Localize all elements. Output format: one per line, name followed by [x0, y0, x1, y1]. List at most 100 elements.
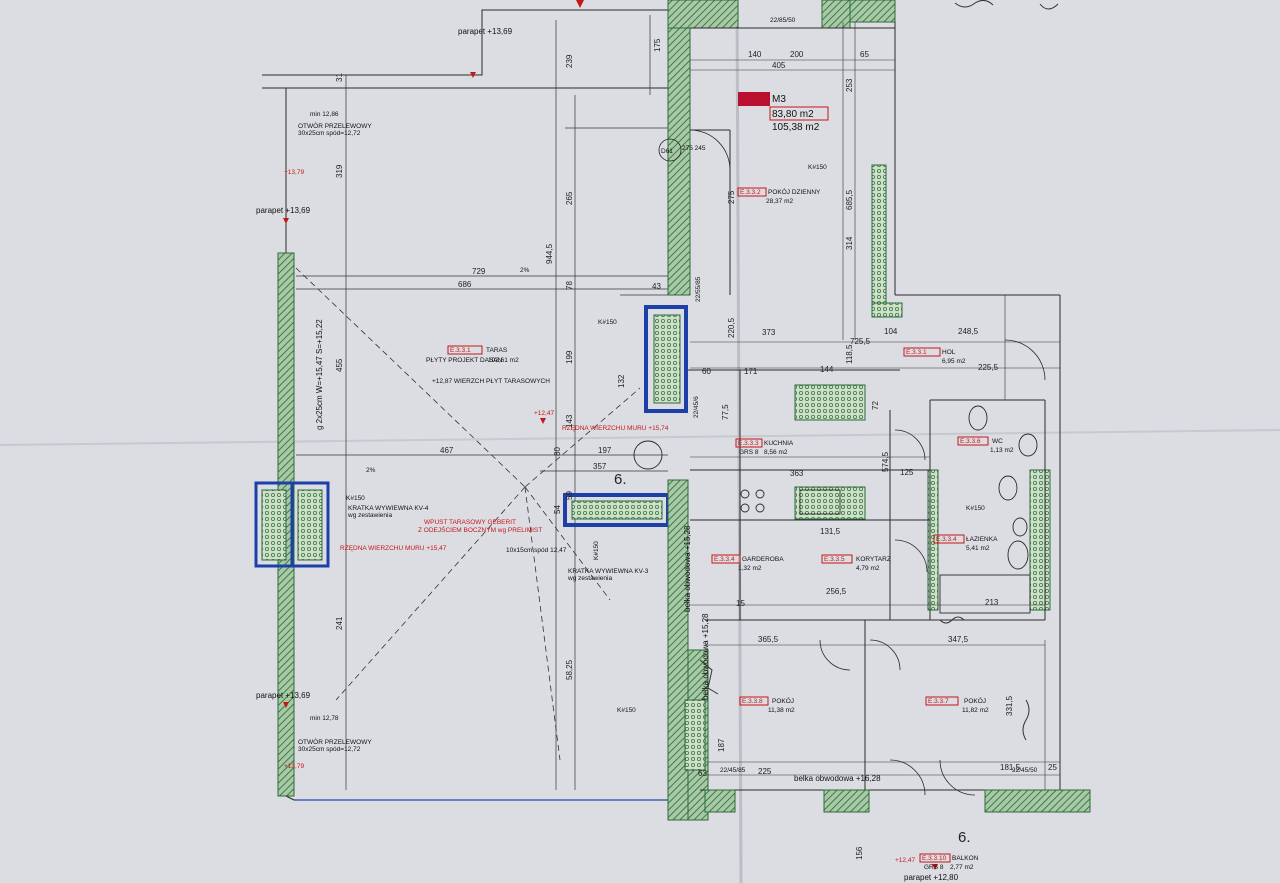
level-f: min 12,78: [310, 715, 339, 722]
overflow-opening-1: OTWÓR PRZELEWOWY: [298, 121, 372, 130]
room-label-balkon: E.3.3.10 BALKON 2,77 m2 GRS 8: [919, 853, 979, 871]
dim-455: 455: [335, 358, 344, 372]
room-code: E.3.3.5: [824, 556, 845, 563]
ref-5: 22/45/85: [720, 767, 746, 774]
ref-1: 22/85/50: [770, 17, 796, 24]
paper-fold-vertical: [735, 0, 743, 883]
dim-118-5: 118,5: [845, 344, 854, 364]
section-mark-1: 6.: [614, 471, 627, 488]
apartment-id: M3: [772, 94, 786, 105]
dim-213: 213: [985, 598, 999, 607]
dim-25: 25: [1048, 763, 1057, 772]
dim-944-5: 944,5: [545, 243, 554, 264]
door-swings: [689, 129, 1046, 796]
dim-72: 72: [871, 401, 880, 410]
room-area: 2,77 m2: [950, 864, 974, 871]
level-markers: [283, 0, 938, 870]
kw150-label-2: K#150: [346, 495, 365, 502]
apartment-room-outlines: [688, 22, 1061, 800]
dim-347-5: 347,5: [948, 635, 969, 644]
vent-grille-kv3: KRATKA WYWIEWNA KV-3: [568, 568, 649, 575]
kw150-label-1: K#150: [598, 319, 617, 326]
apartment-area-usable: 83,80 m2: [772, 109, 814, 120]
room-area: 1,13 m2: [990, 447, 1014, 454]
dim-363: 363: [790, 469, 804, 478]
room-area: 8,56 m2: [764, 449, 788, 456]
vent-grille-kv4: KRATKA WYWIEWNA KV-4: [348, 505, 429, 512]
room-area: 5,41 m2: [966, 545, 990, 552]
dim-31: 31: [335, 73, 344, 82]
chimney-top-level-2: RZĘDNA WIERZCHU MURU +15,74: [562, 425, 669, 432]
dim-256-5: 256,5: [826, 587, 847, 596]
room-code: E.3.3.7: [928, 698, 949, 705]
dim-78: 78: [565, 281, 574, 290]
dim-125: 125: [900, 468, 914, 477]
room-label-pokoj-dzienny: E.3.3.2 POKÓJ DZIENNY 28,37 m2: [737, 187, 821, 205]
room-name: KUCHNIA: [764, 440, 794, 447]
terrace-drain-size: 10x15cm spód 12,47: [506, 547, 567, 554]
room-label-wc: E.3.3.6 WC 1,13 m2: [957, 436, 1014, 454]
room-label-lazienka: E.3.3.4 ŁAZIENKA 5,41 m2: [933, 534, 998, 552]
dim-225: 225: [758, 767, 772, 776]
terrace-drain-detail: Z ODEJŚCIEM BOCZNYM wg PRELIMIST: [418, 525, 542, 534]
room-name: GARDEROBA: [742, 556, 784, 563]
vent-grille-kv3-note: wg zestawienia: [567, 575, 612, 582]
dim-80: 80: [553, 447, 562, 456]
room-area: 11,38 m2: [768, 707, 795, 714]
dim-200: 200: [790, 50, 804, 59]
room-code: E.3.3.10: [922, 855, 947, 862]
room-label-taras: E.3.3.1 TARAS PŁYTY PROJEKT DASAN 102,61…: [426, 345, 519, 364]
room-label-garderoba: E.3.3.4 GARDEROBA 1,32 m2: [711, 554, 784, 572]
perimeter-beam-1: belka obwodowa +15,28: [683, 525, 692, 612]
room-area: 6,95 m2: [942, 358, 966, 365]
dim-197: 197: [598, 446, 612, 455]
dim-143: 143: [565, 414, 574, 428]
perimeter-beam-2: belka obwodowa +15,28: [701, 613, 710, 700]
vent-grille-kv4-note: wg zestawienia: [347, 512, 392, 519]
apartment-dimension-lines: [690, 22, 1060, 790]
dim-58-25: 58,25: [565, 659, 574, 680]
ventilation-chimney-left: [254, 481, 330, 568]
dim-187: 187: [717, 738, 726, 752]
apartment-area-total: 105,38 m2: [772, 122, 820, 133]
overflow-opening-1-size: 30x25cm spód=12,72: [298, 130, 361, 137]
dim-686: 686: [458, 280, 472, 289]
door-code: D61: [661, 148, 673, 155]
dim-248-5: 248,5: [958, 327, 979, 336]
ref-3: 22/45/6: [693, 396, 700, 418]
terrace-slope-lines: [295, 267, 641, 761]
room-name: POKÓJ: [772, 696, 794, 705]
drawing-annotations: parapet +13,69 parapet +13,69 parapet +1…: [256, 17, 1038, 882]
kw150-label-5: K#150: [966, 505, 985, 512]
dim-265: 265: [565, 191, 574, 205]
kw150-label-6: K#150: [593, 541, 600, 560]
dim-15: 15: [736, 599, 745, 608]
overflow-opening-2-size: 30x25cm spód=12,72: [298, 746, 361, 753]
dim-132: 132: [617, 374, 626, 388]
room-label-korytarz: E.3.3.5 KORYTARZ 4,79 m2: [821, 554, 891, 572]
parapet-label-top: parapet +13,69: [458, 27, 513, 36]
chimney-top-level-1: RZĘDNA WIERZCHU MURU +15,47: [340, 545, 447, 552]
dim-171: 171: [744, 367, 758, 376]
room-code: E.3.3.4: [714, 556, 735, 563]
dim-59: 59: [565, 491, 574, 500]
dim-253: 253: [845, 78, 854, 92]
room-area: 102,61 m2: [488, 357, 519, 364]
room-area: 28,37 m2: [766, 198, 793, 205]
room-name: HOL: [942, 349, 956, 356]
dim-65: 65: [860, 50, 869, 59]
dim-357: 357: [593, 462, 607, 471]
parapet-label-mid: parapet +13,69: [256, 206, 311, 215]
room-label-hol: E.3.3.1 HOL 6,95 m2: [903, 347, 966, 365]
dim-729: 729: [472, 267, 486, 276]
overflow-opening-2: OTWÓR PRZELEWOWY: [298, 737, 372, 746]
room-label-pokoj-2: E.3.3.7 POKÓJ 11,82 m2: [925, 696, 989, 714]
room-code: E.3.3.1: [450, 347, 471, 354]
room-floor: GRS 8: [739, 449, 759, 456]
level-a: +12,47: [534, 410, 554, 417]
dimension-values: 31 319 455 241 729 686 467 197 357 239 2…: [335, 38, 1057, 860]
slope-2: 2%: [366, 467, 376, 474]
terrace-dimension-lines: [296, 15, 668, 790]
room-name: POKÓJ DZIENNY: [768, 187, 821, 196]
